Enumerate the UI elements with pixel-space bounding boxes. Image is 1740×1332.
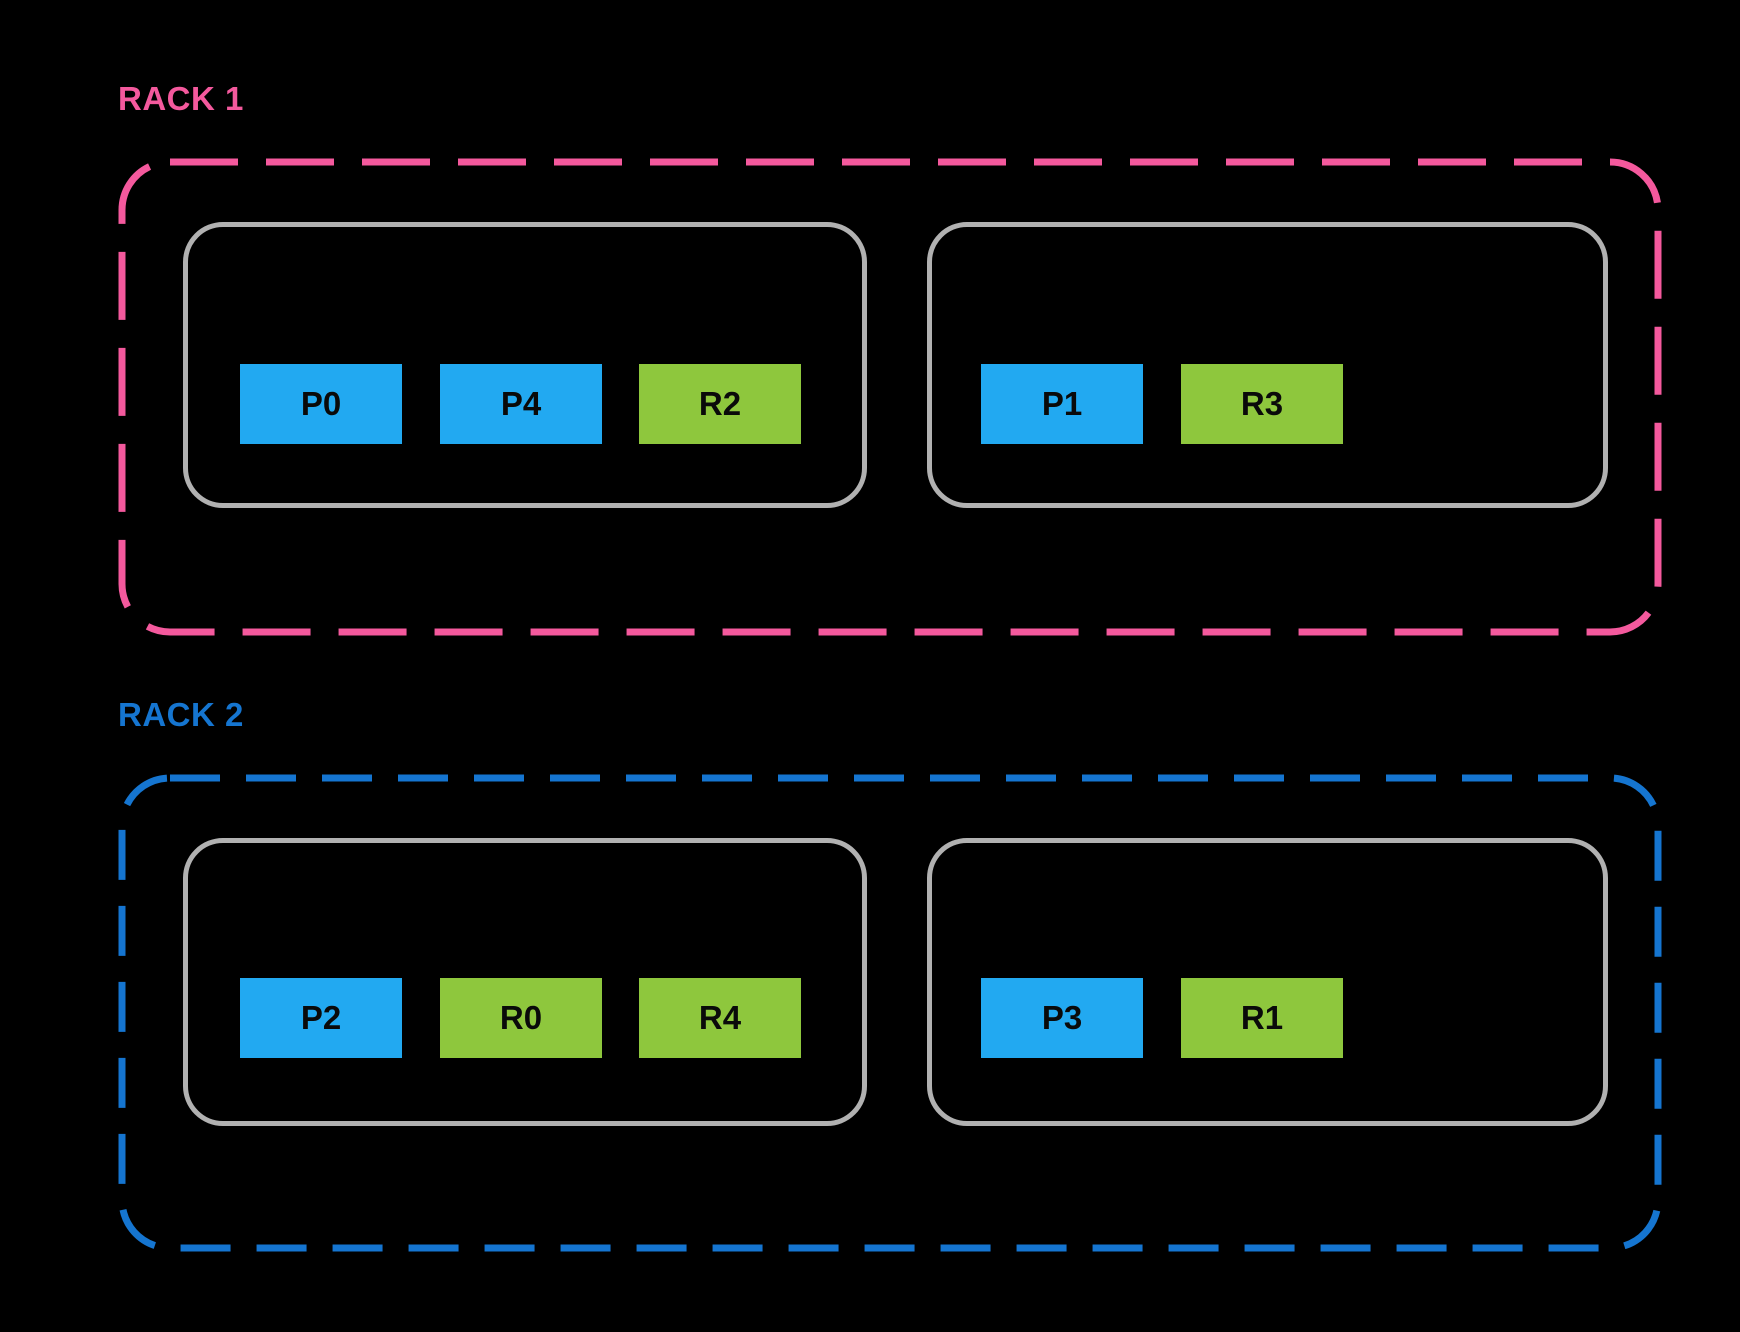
rack-1-node-1: P0 P4 R2	[183, 222, 867, 508]
slot-p4: P4	[440, 364, 602, 444]
slot-r0: R0	[440, 978, 602, 1058]
slot-p1: P1	[981, 364, 1143, 444]
rack-2-node-2: P3 R1	[927, 838, 1608, 1126]
rack-1-dashed-border	[118, 158, 1662, 636]
slot-r4: R4	[639, 978, 801, 1058]
slot-r3: R3	[1181, 364, 1343, 444]
rack-2-label: RACK 2	[118, 696, 244, 733]
rack-2-dashed-border	[118, 774, 1662, 1252]
slot-r2: R2	[639, 364, 801, 444]
rack-1-label: RACK 1	[118, 80, 244, 117]
slot-p3: P3	[981, 978, 1143, 1058]
rack-2-node-1: P2 R0 R4	[183, 838, 867, 1126]
slot-p2: P2	[240, 978, 402, 1058]
rack-1-node-2: P1 R3	[927, 222, 1608, 508]
slot-r1: R1	[1181, 978, 1343, 1058]
slot-p0: P0	[240, 364, 402, 444]
